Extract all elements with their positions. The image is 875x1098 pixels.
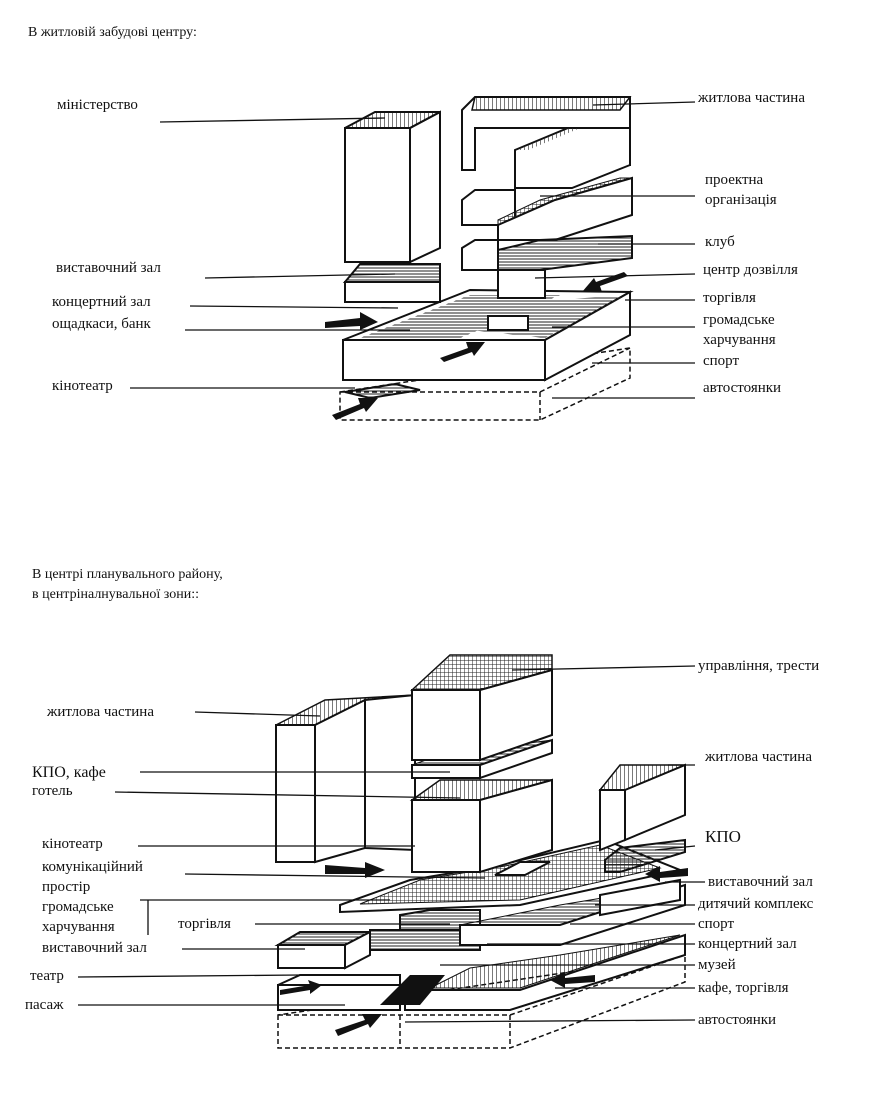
base-hatch-1: [360, 295, 560, 338]
label-club: клуб: [705, 234, 735, 250]
label-savings-bank: ощадкаси, банк: [52, 316, 151, 332]
diagram2-heading-line1: В центрі планувального району,: [32, 567, 223, 582]
label-communication-space-2: простір: [42, 879, 91, 895]
label-sport-2: спорт: [698, 916, 735, 932]
arrow-1b: [440, 342, 485, 362]
label-communication-space-1: комунікаційний: [42, 859, 143, 875]
label-trade-1: торгівля: [703, 290, 756, 306]
label-public-catering-1a: громадське: [703, 312, 775, 328]
label-residential-2a: житлова частина: [47, 704, 154, 720]
label-passage: пасаж: [25, 997, 64, 1013]
arrow-1c: [332, 398, 378, 420]
diagram2-heading-line2: в центріналнувальної зони::: [32, 587, 200, 602]
label-museum: музей: [698, 957, 736, 973]
label-public-catering-1b: харчування: [703, 332, 776, 348]
label-design-org-1: проектна: [705, 172, 764, 188]
label-kpo-cafe: КПО, кафе: [32, 764, 106, 781]
diagram1-leaders: [130, 101, 696, 399]
label-concert-hall-1: концертний зал: [52, 294, 151, 310]
diagram1-blocks: [325, 96, 634, 421]
label-exhibition-hall-2b: виставочний зал: [708, 874, 813, 890]
label-concert-hall-2: концертний зал: [698, 936, 797, 952]
label-cafe-trade: кафе, торгівля: [698, 980, 789, 996]
label-kpo: КПО: [705, 827, 741, 846]
arrow-1d: [582, 272, 628, 292]
arrow-1a: [325, 312, 378, 330]
diagram1-heading: В житловій забудові центру:: [28, 25, 197, 40]
label-public-catering-2a: громадське: [42, 899, 114, 915]
label-management: управління, трести: [698, 658, 820, 674]
label-residential-2b: житлова частина: [705, 749, 812, 765]
label-exhibition-hall-1: виставочний зал: [56, 260, 161, 276]
label-hotel: готель: [32, 783, 73, 799]
label-leisure-center: центр дозвілля: [703, 262, 798, 278]
label-parking-2: автостоянки: [698, 1012, 777, 1028]
label-ministry: міністерство: [57, 97, 138, 113]
label-theatre: театр: [30, 968, 64, 984]
cinema-block-1: [344, 382, 421, 400]
diagram2-leaders: [77, 665, 705, 1023]
label-residential-1: житлова частина: [698, 90, 805, 106]
label-public-catering-2b: харчування: [42, 919, 115, 935]
label-trade-2: торгівля: [178, 916, 231, 932]
label-design-org-2: організація: [705, 192, 777, 208]
label-parking-1: автостоянки: [703, 380, 782, 396]
label-cinema-2: кінотеатр: [42, 836, 103, 852]
label-sport-1: спорт: [703, 353, 740, 369]
label-exhibition-hall-2a: виставочний зал: [42, 940, 147, 956]
label-children-complex: дитячий комплекс: [698, 896, 814, 912]
diagram2-blocks: [274, 654, 688, 1049]
label-cinema-1: кінотеатр: [52, 378, 113, 394]
